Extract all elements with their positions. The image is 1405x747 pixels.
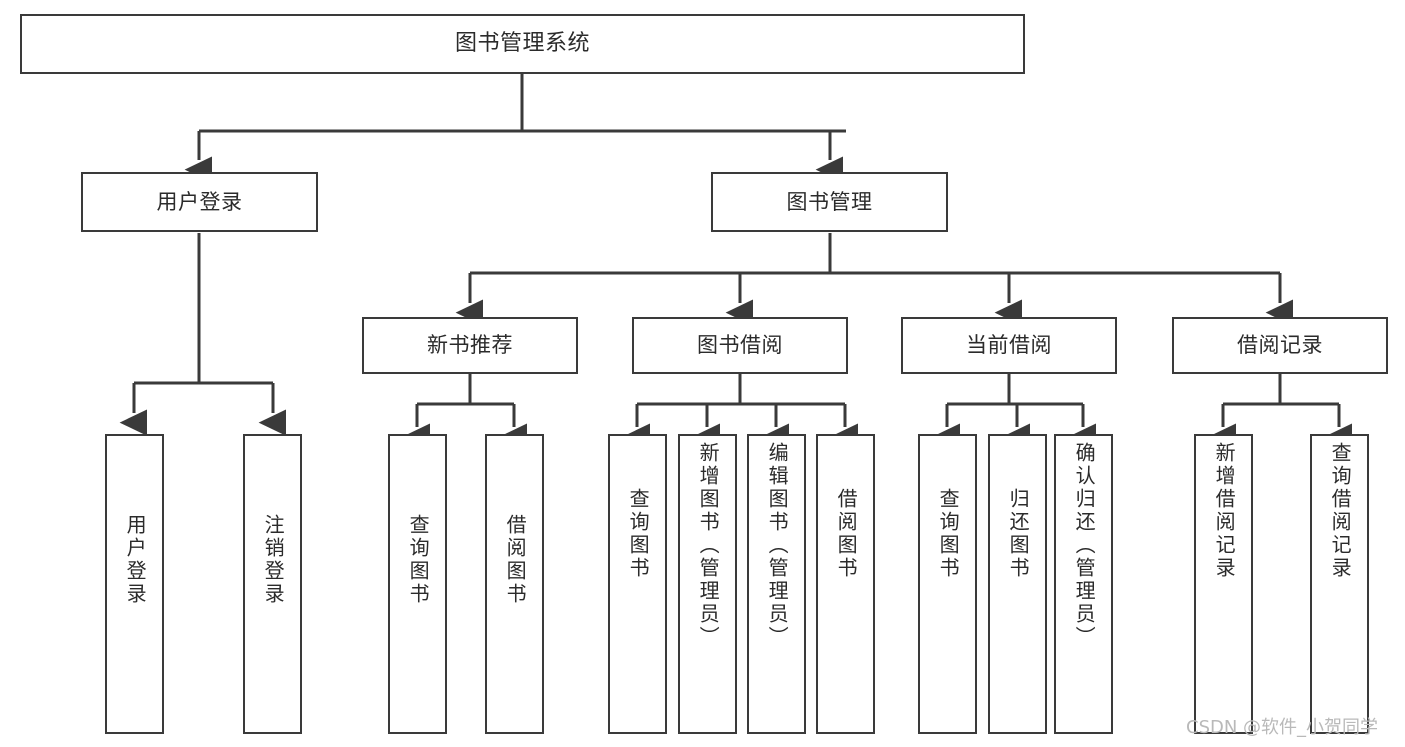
node-leaf-query-book-2[interactable]: 查询图书	[608, 434, 667, 734]
node-leaf-confirm-return[interactable]: 确认归还（管理员）	[1054, 434, 1113, 734]
node-new-book-recommend[interactable]: 新书推荐	[362, 317, 578, 374]
node-leaf-logout-label: 注销登录	[261, 514, 286, 606]
node-leaf-user-login-label: 用户登录	[123, 514, 148, 606]
node-user-login[interactable]: 用户登录	[81, 172, 318, 232]
node-leaf-borrow-book-1[interactable]: 借阅图书	[485, 434, 544, 734]
node-leaf-add-book-label: 新增图书（管理员）	[696, 442, 721, 649]
csdn-watermark: CSDN @软件_小贺同学	[1186, 717, 1379, 738]
node-book-borrow[interactable]: 图书借阅	[632, 317, 848, 374]
node-user-login-label: 用户登录	[156, 189, 243, 214]
node-leaf-return-book-label: 归还图书	[1006, 488, 1031, 580]
node-leaf-borrow-book-1-label: 借阅图书	[503, 514, 528, 606]
node-leaf-edit-book-label: 编辑图书（管理员）	[765, 442, 790, 649]
node-leaf-edit-book[interactable]: 编辑图书（管理员）	[747, 434, 806, 734]
node-current-borrow-label: 当前借阅	[966, 333, 1052, 358]
node-leaf-query-book-3-label: 查询图书	[936, 488, 961, 580]
node-current-borrow[interactable]: 当前借阅	[901, 317, 1117, 374]
node-book-manage-label: 图书管理	[786, 189, 873, 214]
node-leaf-add-record[interactable]: 新增借阅记录	[1194, 434, 1253, 734]
node-leaf-borrow-book-2-label: 借阅图书	[834, 488, 859, 580]
node-leaf-confirm-return-label: 确认归还（管理员）	[1072, 442, 1097, 649]
node-borrow-record-label: 借阅记录	[1237, 333, 1323, 358]
node-root-label: 图书管理系统	[454, 31, 590, 57]
node-leaf-logout[interactable]: 注销登录	[243, 434, 302, 734]
node-leaf-borrow-book-2[interactable]: 借阅图书	[816, 434, 875, 734]
node-leaf-query-record[interactable]: 查询借阅记录	[1310, 434, 1369, 734]
node-leaf-return-book[interactable]: 归还图书	[988, 434, 1047, 734]
node-leaf-add-record-label: 新增借阅记录	[1212, 442, 1237, 580]
node-borrow-record[interactable]: 借阅记录	[1172, 317, 1388, 374]
node-leaf-query-book-2-label: 查询图书	[626, 488, 651, 580]
node-leaf-user-login[interactable]: 用户登录	[105, 434, 164, 734]
node-leaf-add-book[interactable]: 新增图书（管理员）	[678, 434, 737, 734]
node-new-book-recommend-label: 新书推荐	[427, 333, 513, 358]
node-leaf-query-book-3[interactable]: 查询图书	[918, 434, 977, 734]
node-leaf-query-record-label: 查询借阅记录	[1328, 442, 1353, 580]
node-book-borrow-label: 图书借阅	[697, 333, 783, 358]
node-book-manage[interactable]: 图书管理	[711, 172, 948, 232]
node-leaf-query-book-1-label: 查询图书	[406, 514, 431, 606]
node-leaf-query-book-1[interactable]: 查询图书	[388, 434, 447, 734]
node-root[interactable]: 图书管理系统	[20, 14, 1025, 74]
